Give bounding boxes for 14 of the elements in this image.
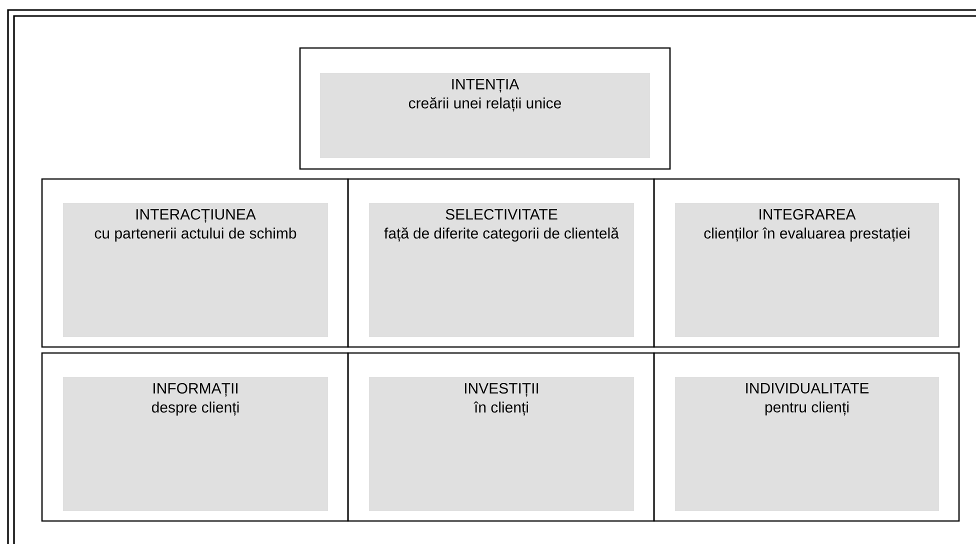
label-box: INVESTIȚII în clienți bbox=[369, 377, 634, 511]
cell-frame bbox=[299, 47, 671, 170]
cell-frame bbox=[41, 178, 349, 348]
cell-frame bbox=[653, 352, 960, 522]
label-box: INTEGRAREA clienților în evaluarea prestației bbox=[675, 203, 939, 337]
label-box: INTERACȚIUNEA cu partenerii actului de schimb bbox=[63, 203, 328, 337]
cell-frame bbox=[347, 178, 655, 348]
label-box: INFORMAȚII despre clienți bbox=[63, 377, 328, 511]
label-box: INTENȚIA creării unei relații unice bbox=[320, 73, 650, 158]
cell-frame bbox=[653, 178, 960, 348]
cell-frame bbox=[41, 352, 349, 522]
cell-frame bbox=[347, 352, 655, 522]
label-box: SELECTIVITATE față de diferite categorii de clientelă bbox=[369, 203, 634, 337]
label-box: INDIVIDUALITATE pentru clienți bbox=[675, 377, 939, 511]
